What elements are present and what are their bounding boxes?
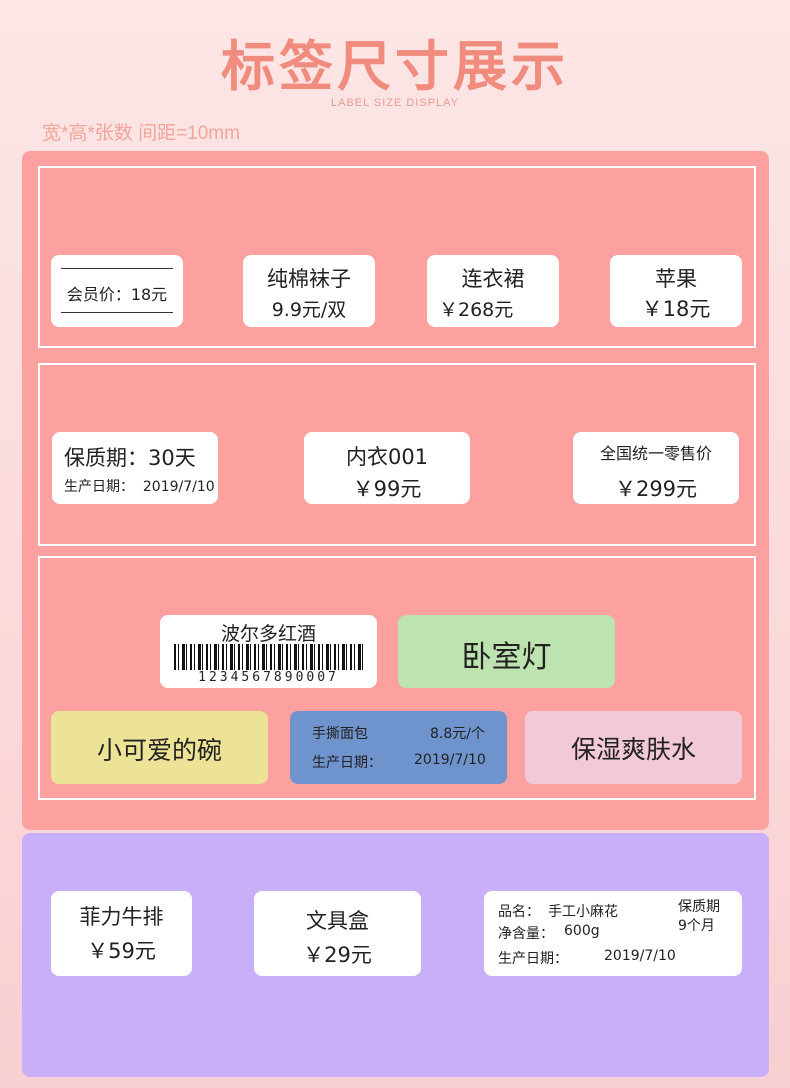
page-title: 标签尺寸展示	[221, 35, 569, 98]
product-name: 手工小麻花	[548, 904, 618, 920]
wine-name: 波尔多红酒	[220, 623, 316, 645]
bread-date: 2019/7/10	[414, 752, 486, 768]
production-date-value: 2019/7/10	[604, 948, 676, 964]
label-member-price: 会员价：18元	[51, 255, 183, 327]
shelf-life-title: 保质期	[678, 899, 720, 915]
shelf-life-text: 保质期：30天	[64, 446, 196, 470]
steak-name: 菲力牛排	[79, 905, 164, 929]
row1-frame	[38, 166, 756, 348]
row2-frame	[38, 363, 756, 546]
label-shelf-life: 保质期：30天 生产日期： 2019/7/10	[52, 432, 218, 504]
retail-price-title: 全国统一零售价	[599, 444, 712, 463]
product-name-label: 品名：	[498, 904, 540, 920]
retail-price-value: ￥299元	[614, 477, 698, 501]
socks-price: 9.9元/双	[271, 299, 347, 321]
spacing-spec: 宽*高*张数 间距=10mm	[42, 123, 240, 144]
label-bedroom-lamp: 卧室灯	[398, 615, 615, 688]
barcode-number: 1234567890007	[198, 670, 339, 685]
net-content-value: 600g	[564, 923, 600, 939]
production-date-label: 生产日期：	[498, 951, 568, 967]
steak-price: ￥59元	[87, 939, 156, 963]
underwear-name: 内衣001	[345, 445, 429, 469]
divider	[61, 268, 173, 269]
label-stationery: 文具盒 ￥29元	[254, 891, 421, 976]
toner-text: 保湿爽肤水	[570, 735, 696, 764]
apple-name: 苹果	[655, 267, 697, 291]
barcode-icon	[174, 644, 364, 670]
dress-name: 连衣裙	[461, 267, 525, 291]
row3-frame	[38, 556, 756, 800]
bread-date-label: 生产日期：	[312, 755, 382, 771]
socks-name: 纯棉袜子	[267, 267, 351, 291]
bread-price: 8.8元/个	[430, 726, 485, 742]
underwear-price: ￥99元	[352, 477, 422, 501]
apple-price: ￥18元	[641, 297, 711, 321]
label-underwear: 内衣001 ￥99元	[304, 432, 470, 504]
member-price-text: 会员价：18元	[66, 285, 168, 304]
stationery-price: ￥29元	[303, 943, 372, 967]
label-socks: 纯棉袜子 9.9元/双	[243, 255, 375, 327]
page-subtitle: LABEL SIZE DISPLAY	[330, 97, 460, 109]
production-date-text: 生产日期： 2019/7/10	[64, 479, 215, 495]
label-retail-price: 全国统一零售价 ￥299元	[573, 432, 739, 504]
label-product-info: 品名： 手工小麻花 净含量： 600g 生产日期： 2019/7/10 保质期 …	[484, 891, 742, 976]
bowl-text: 小可爱的碗	[96, 736, 222, 765]
label-bowl: 小可爱的碗	[51, 711, 268, 784]
stationery-name: 文具盒	[306, 909, 369, 933]
shelf-life-value: 9个月	[678, 918, 715, 934]
dress-price: ￥268元	[439, 299, 514, 321]
label-bread: 手撕面包 8.8元/个 生产日期： 2019/7/10	[290, 711, 507, 784]
label-steak: 菲力牛排 ￥59元	[51, 891, 192, 976]
lamp-text: 卧室灯	[461, 640, 552, 675]
label-dress: 连衣裙 ￥268元	[427, 255, 559, 327]
label-wine-barcode: 波尔多红酒 1234567890007	[160, 615, 377, 688]
label-apple: 苹果 ￥18元	[610, 255, 742, 327]
net-content-label: 净含量：	[498, 926, 554, 942]
label-toner: 保湿爽肤水	[525, 711, 742, 784]
divider	[61, 312, 173, 313]
bread-name: 手撕面包	[312, 726, 368, 742]
